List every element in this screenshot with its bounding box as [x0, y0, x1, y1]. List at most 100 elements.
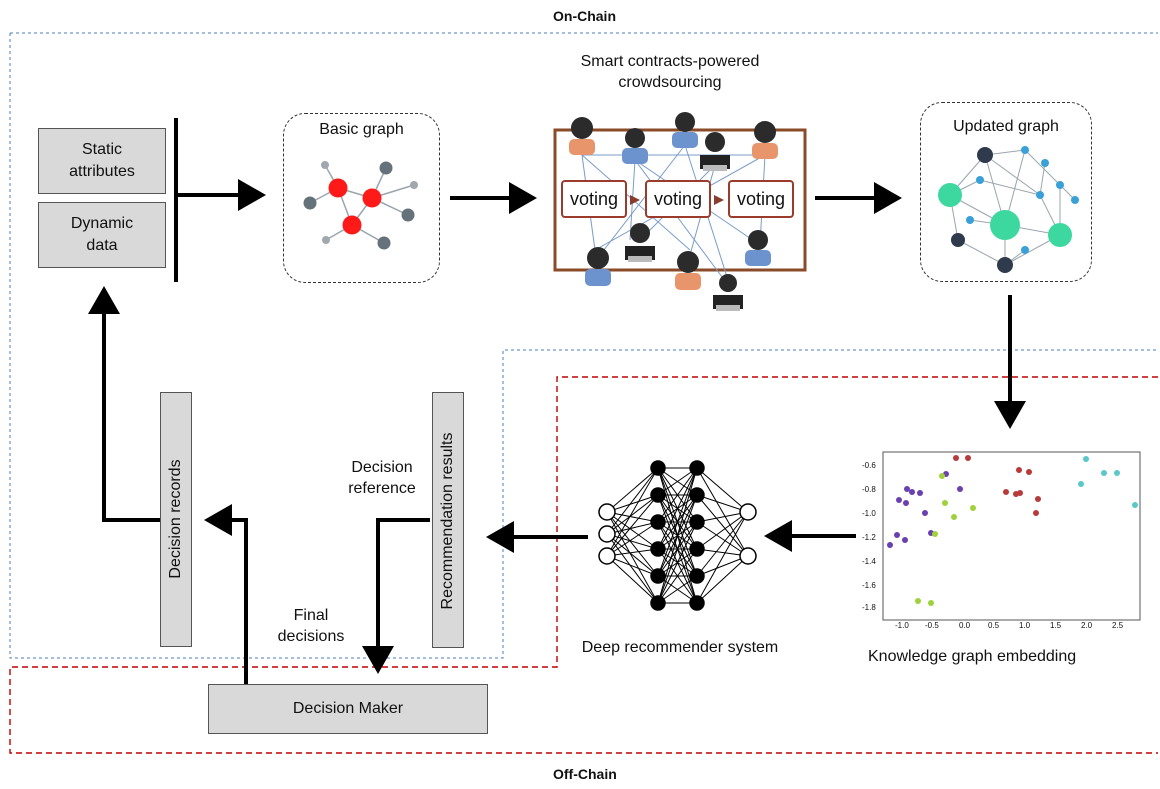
- x-tick-label: 1.0: [1019, 621, 1031, 630]
- nn-edge: [696, 555, 749, 604]
- nn-node: [598, 503, 616, 521]
- voting-box: voting: [645, 180, 711, 218]
- nn-edge: [606, 467, 659, 535]
- x-tick-label: -1.0: [895, 621, 909, 630]
- basic-node: [321, 161, 329, 169]
- basic-node: [410, 181, 418, 189]
- final-decisions-label: Final decisions: [266, 606, 356, 648]
- nn-edge: [606, 521, 659, 557]
- arrow-to-decision-maker: [362, 518, 430, 674]
- scatter-points: [887, 455, 1138, 606]
- nn-edge: [696, 494, 749, 513]
- updated-node: [1036, 191, 1044, 199]
- nn-edge: [606, 555, 659, 577]
- basic-node: [303, 196, 317, 210]
- nn-node: [598, 525, 616, 543]
- nn-node: [598, 547, 616, 565]
- off-chain-boundary: [9, 376, 1158, 754]
- participants: [569, 112, 778, 311]
- basic-node-highlight: [362, 188, 382, 208]
- nn-node: [650, 568, 666, 584]
- updated-node: [1048, 223, 1072, 247]
- decision-reference-label: Decision reference: [332, 458, 432, 500]
- updated-node: [951, 233, 965, 247]
- arrow-to-decision-records: [204, 504, 248, 684]
- nn-node: [739, 503, 757, 521]
- x-tick-label: 0.5: [988, 621, 1000, 630]
- nn-edge: [696, 511, 749, 577]
- updated-node: [977, 147, 993, 163]
- nn-node: [650, 595, 666, 611]
- dynamic-data-label: Dynamic data: [70, 215, 134, 254]
- nn-edge: [657, 467, 698, 577]
- nn-node: [689, 541, 705, 557]
- basic-node: [401, 208, 415, 222]
- nn-edge: [606, 494, 659, 557]
- x-tick-label: 2.0: [1081, 621, 1093, 630]
- basic-node-highlight: [328, 178, 348, 198]
- vote-arrow-icon: [714, 195, 724, 205]
- updated-graph-title: Updated graph: [953, 118, 1059, 135]
- basic-node-highlight: [342, 215, 362, 235]
- nn-edge: [696, 494, 749, 557]
- nn-node: [689, 460, 705, 476]
- on-chain-boundary: [9, 33, 1158, 659]
- nn-edge: [657, 467, 698, 496]
- crowdsourcing-title: Smart contracts-powered crowdsourcing: [580, 53, 760, 91]
- vote-arrow-icon: [630, 195, 640, 205]
- nn-edge: [696, 467, 749, 557]
- nn-edge: [657, 467, 698, 550]
- nn-edge: [657, 575, 698, 604]
- updated-node: [997, 257, 1013, 273]
- nn-edge: [606, 494, 659, 513]
- decision-maker-box: Decision Maker: [208, 684, 488, 734]
- embedding-caption: Knowledge graph embedding: [868, 648, 1077, 665]
- updated-node: [1021, 246, 1029, 254]
- updated-node: [938, 183, 962, 207]
- dynamic-data-box: Dynamic data: [38, 202, 166, 268]
- basic-graph-title: Basic graph: [319, 121, 404, 138]
- basic-node: [322, 236, 330, 244]
- on-chain-title: On-Chain: [553, 8, 616, 24]
- nn-edge: [696, 511, 749, 604]
- nn-node: [739, 547, 757, 565]
- y-tick-label: -1.4: [862, 557, 876, 566]
- y-tick-label: -0.8: [862, 485, 876, 494]
- x-tick-label: 0.0: [959, 621, 971, 630]
- scatter-frame: [882, 451, 1141, 621]
- x-tick-label: 1.5: [1050, 621, 1062, 630]
- voting-box: voting: [728, 180, 794, 218]
- nn-edge: [657, 467, 698, 604]
- updated-node: [1056, 181, 1064, 189]
- y-tick-label: -1.6: [862, 581, 876, 590]
- voting-box: voting: [561, 180, 627, 218]
- nn-edge: [657, 521, 698, 604]
- updated-node: [1071, 196, 1079, 204]
- y-tick-label: -1.8: [862, 603, 876, 612]
- nn-edge: [696, 511, 749, 550]
- recommender-caption: Deep recommender system: [581, 639, 779, 656]
- decision-maker-label: Decision Maker: [292, 700, 404, 718]
- x-tick-label: -0.5: [925, 621, 939, 630]
- updated-node: [990, 210, 1020, 240]
- nn-edge: [606, 511, 659, 550]
- basic-node: [377, 236, 391, 250]
- updated-node: [1041, 159, 1049, 167]
- nn-node: [689, 514, 705, 530]
- nn-edge: [657, 467, 698, 523]
- nn-node: [650, 514, 666, 530]
- nn-edge: [606, 467, 659, 513]
- updated-node: [1021, 146, 1029, 154]
- decision-records-box: [160, 392, 192, 647]
- nn-edge: [606, 494, 659, 535]
- recommendation-results-box: [432, 392, 464, 648]
- nn-node: [689, 487, 705, 503]
- x-tick-label: 2.5: [1112, 621, 1124, 630]
- nn-edge: [696, 521, 749, 557]
- y-tick-label: -1.0: [862, 509, 876, 518]
